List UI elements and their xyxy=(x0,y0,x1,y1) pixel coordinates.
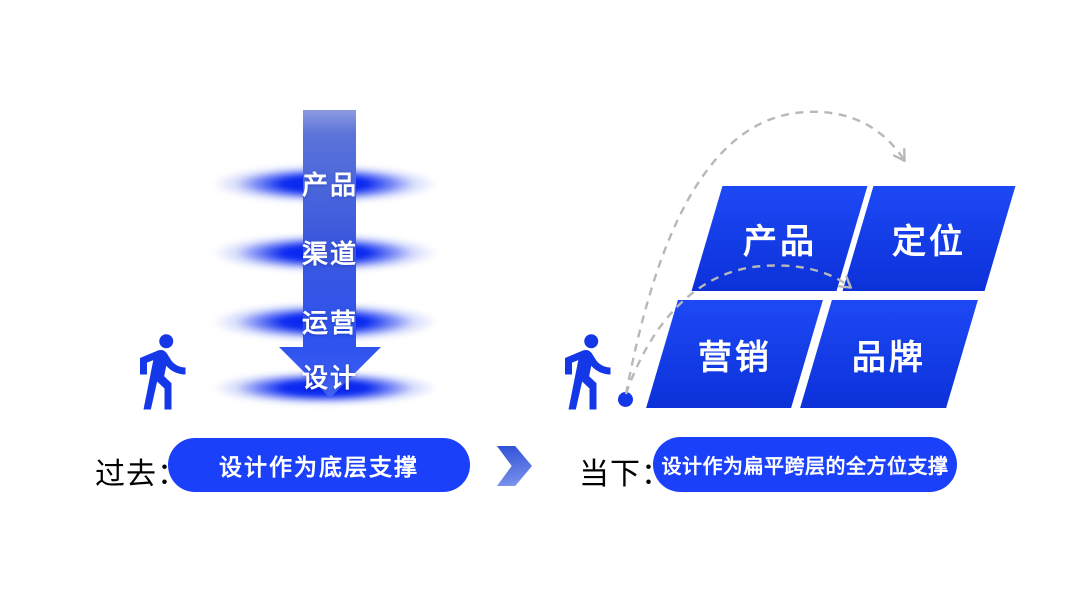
funnel-layer-label-channel: 渠道 xyxy=(301,239,358,269)
past-caption-text: 设计作为底层支撑 xyxy=(219,454,419,480)
person-start-dot-icon xyxy=(618,392,633,407)
walking-person-icon xyxy=(565,334,611,410)
walking-person-icon xyxy=(140,334,186,410)
tile-positioning: 定位 xyxy=(842,186,1016,291)
chevron-right-icon xyxy=(497,446,532,486)
funnel-layer-label-operations: 运营 xyxy=(301,308,358,338)
present-caption-text: 设计作为扁平跨层的全方位支撑 xyxy=(661,456,949,478)
down-arrow-shaft xyxy=(303,110,356,348)
tile-product-label: 产品 xyxy=(742,223,817,261)
tile-product: 产品 xyxy=(691,186,868,291)
tile-brand-label: 品牌 xyxy=(852,338,926,377)
tile-marketing: 营销 xyxy=(646,300,823,408)
funnel-layer-label-design: 设计 xyxy=(301,363,358,393)
past-caption-pill: 设计作为底层支撑 xyxy=(168,438,470,492)
tile-marketing-label: 营销 xyxy=(697,338,772,377)
tile-positioning-label: 定位 xyxy=(892,223,966,261)
tile-brand: 品牌 xyxy=(800,300,978,408)
present-caption-pill: 设计作为扁平跨层的全方位支撑 xyxy=(653,437,957,492)
funnel-layer-label-product: 产品 xyxy=(301,170,358,200)
